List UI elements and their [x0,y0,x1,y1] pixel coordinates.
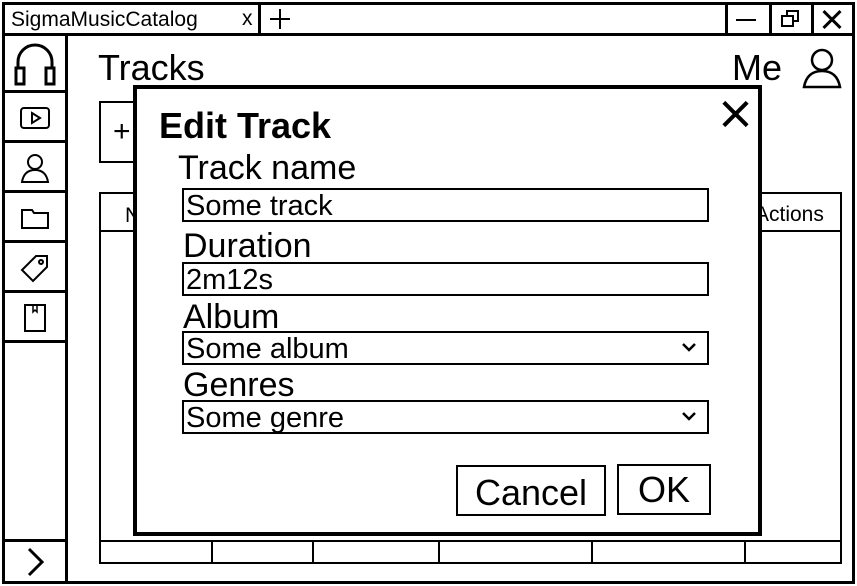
page-title: Tracks [98,47,205,88]
chevron-down-icon [682,343,696,352]
new-tab-icon[interactable] [269,7,291,29]
close-icon[interactable] [722,101,748,127]
column-divider [744,540,746,562]
album-select-value: Some album [186,333,349,365]
album-label: Album [183,298,280,336]
sidebar-item-genres[interactable] [5,246,65,293]
column-divider [211,540,213,562]
genres-select-value: Some genre [186,402,344,434]
tab-title: SigmaMusicCatalog [11,8,198,31]
sidebar-item-albums[interactable] [5,196,65,243]
title-bar: SigmaMusicCatalog x [5,5,852,36]
sidebar-expand-button[interactable] [5,539,65,581]
user-label[interactable]: Me [732,47,783,88]
play-icon [20,107,50,129]
duration-label: Duration [183,227,312,265]
maximize-button[interactable] [769,5,807,33]
column-divider [591,540,593,562]
sidebar-item-artists[interactable] [5,146,65,193]
window-close-button[interactable] [811,5,849,33]
chevron-right-icon [27,547,45,576]
ok-button[interactable]: OK [617,464,711,515]
dialog-title: Edit Track [159,105,332,146]
cancel-button[interactable]: Cancel [456,465,606,516]
sidebar-item-videos[interactable] [5,96,65,143]
sidebar-item-playlists[interactable] [5,296,65,343]
headphones-icon [14,43,56,86]
sidebar [5,36,68,581]
user-icon [20,154,50,183]
browser-tab[interactable]: SigmaMusicCatalog x [5,5,261,33]
duration-field[interactable]: 2m12s [182,262,709,296]
genres-label: Genres [183,366,295,404]
edit-track-dialog: Edit Track Track name Some track Duratio… [133,85,762,536]
tab-close-button[interactable]: x [242,7,253,30]
track-name-field[interactable]: Some track [182,188,709,222]
tag-icon [20,255,48,283]
folder-icon [21,209,49,229]
sidebar-item-music[interactable] [5,36,65,93]
add-button-label: + [113,115,131,148]
chevron-down-icon [682,412,696,421]
column-divider [438,540,440,562]
album-select[interactable]: Some album [182,331,709,365]
genres-select[interactable]: Some genre [182,400,709,434]
column-header-actions[interactable]: Actions [755,203,824,226]
track-name-label: Track name [178,149,357,187]
column-divider [312,540,314,562]
bookmark-icon [24,304,46,332]
minimize-button[interactable] [725,5,763,33]
user-avatar-icon[interactable] [801,47,843,94]
table-row-divider [101,540,840,542]
